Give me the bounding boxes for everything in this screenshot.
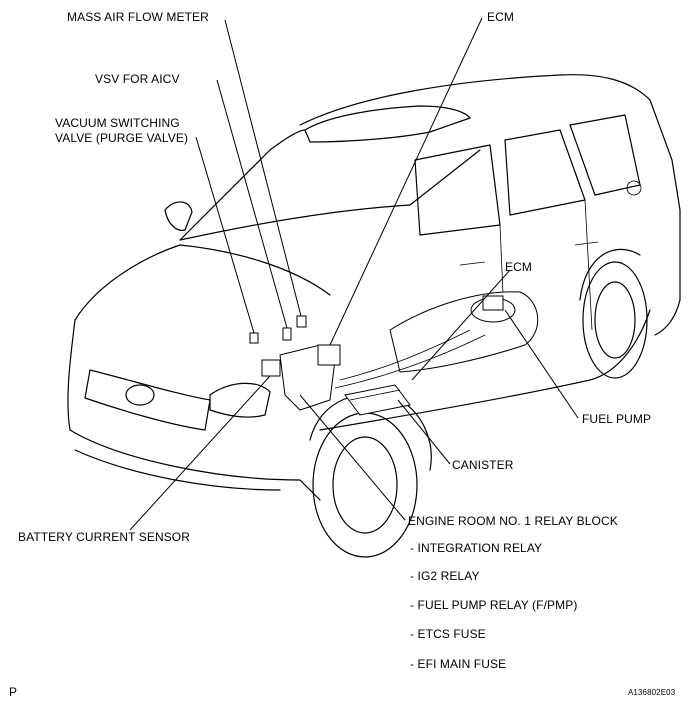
grille — [84, 369, 211, 431]
windshield-front — [179, 129, 306, 241]
rear-side — [654, 209, 681, 336]
aicv-vsv-icon — [282, 327, 292, 341]
rear-door-window — [504, 129, 586, 216]
purge-vsv-icon — [249, 332, 259, 344]
figure-id: A136802E03 — [628, 688, 676, 697]
leader-ecm-mid — [411, 269, 511, 381]
label-mass-air-flow-meter: MASS AIR FLOW METER — [67, 10, 209, 24]
leader-ecm-top — [329, 17, 483, 346]
fuel-lid — [626, 180, 642, 196]
label-vacuum-switching-line2: VALVE (PURGE VALVE) — [55, 131, 189, 145]
fuel-pump-top — [482, 295, 504, 311]
ecm-icon — [317, 344, 341, 366]
leader-relay-block — [299, 394, 406, 521]
front-bumper — [69, 429, 321, 501]
bumper-lower — [74, 449, 281, 491]
leader-mass-air-flow-meter — [224, 19, 302, 317]
hood-line — [74, 244, 331, 321]
headlight — [209, 382, 271, 418]
label-vsv-for-aicv: VSV FOR AICV — [95, 72, 180, 86]
relay-item-efi-main-fuse: - EFI MAIN FUSE — [410, 657, 507, 671]
leader-fuel-pump — [504, 309, 579, 419]
wheels — [309, 248, 648, 558]
canister-icon — [344, 384, 411, 416]
leader-canister — [397, 399, 451, 465]
leader-lines — [129, 17, 579, 531]
label-battery-current-sensor: BATTERY CURRENT SENSOR — [18, 530, 191, 544]
label-fuel-pump: FUEL PUMP — [582, 412, 652, 426]
label-vacuum-switching-line1: VACUUM SWITCHING — [55, 116, 180, 130]
fuel-line — [339, 329, 471, 381]
maf-meter-icon — [296, 315, 307, 328]
rear-rim — [594, 281, 636, 359]
vehicle-body — [67, 74, 681, 501]
relay-item-ig2-relay: - IG2 RELAY — [410, 569, 480, 583]
door-seam-2 — [584, 199, 593, 331]
rear-wheel — [582, 261, 648, 379]
leader-vsv-aicv — [216, 79, 288, 329]
relay-item-etcs-fuse: - ETCS FUSE — [410, 627, 486, 641]
front-wheel — [312, 412, 418, 558]
rear-wheel-arch — [579, 248, 641, 301]
emblem — [125, 384, 155, 406]
leader-battery-current-sensor — [129, 375, 271, 531]
roof-line — [299, 74, 681, 211]
relay-item-fuel-pump-relay: - FUEL PUMP RELAY (F/PMP) — [410, 598, 578, 612]
door-handle-front — [459, 261, 486, 266]
relay-item-integration-relay: - INTEGRATION RELAY — [410, 541, 543, 555]
front-rim — [332, 436, 398, 534]
door-handle-rear — [574, 241, 599, 246]
canister-detail — [349, 389, 401, 401]
windshield-lower — [179, 149, 481, 241]
footer-left-code: P — [9, 685, 18, 699]
sunroof — [304, 105, 471, 143]
vapor-line — [334, 334, 486, 389]
front-face — [67, 319, 76, 431]
front-door-window — [414, 144, 501, 236]
label-canister: CANISTER — [452, 458, 514, 472]
label-ecm-top: ECM — [487, 10, 514, 24]
leader-vacuum-switching-valve — [195, 136, 255, 334]
label-ecm-mid: ECM — [505, 260, 532, 274]
side-mirror — [164, 201, 193, 231]
label-engine-room-relay-block: ENGINE ROOM NO. 1 RELAY BLOCK — [408, 514, 618, 528]
components — [249, 291, 539, 416]
battery-sensor-icon — [261, 359, 281, 377]
fuel-tank — [389, 291, 539, 373]
